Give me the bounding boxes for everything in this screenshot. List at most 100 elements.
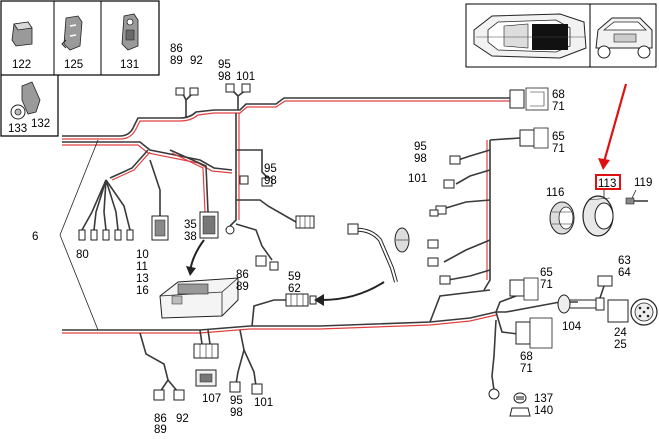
label-6: 6 xyxy=(32,231,38,243)
label-86-top: 86 xyxy=(170,43,183,55)
highlight-box-113 xyxy=(595,174,621,190)
label-16: 16 xyxy=(136,285,149,297)
label-62: 62 xyxy=(288,283,301,295)
arrowhead-module xyxy=(186,266,196,276)
vehicle-thumbnails xyxy=(465,3,657,68)
connector-65-71-top xyxy=(519,127,549,149)
label-116: 116 xyxy=(546,187,564,199)
label-125: 125 xyxy=(64,59,83,71)
label-89-bottom: 89 xyxy=(154,424,167,434)
label-10: 10 xyxy=(136,249,149,261)
label-133: 133 xyxy=(8,123,27,135)
label-104: 104 xyxy=(562,321,582,333)
label-98-mid: 98 xyxy=(264,175,277,187)
label-35: 35 xyxy=(184,219,197,231)
label-86-mid: 86 xyxy=(236,269,249,281)
label-86-bottom: 86 xyxy=(154,413,167,425)
label-98-bottom: 98 xyxy=(230,407,243,419)
connector-95-98-101-right xyxy=(427,155,461,285)
label-63: 63 xyxy=(618,255,631,267)
connector-92-top xyxy=(189,87,199,96)
label-13: 13 xyxy=(136,273,149,285)
label-98-right: 98 xyxy=(414,153,427,165)
label-95-top: 95 xyxy=(218,59,231,71)
label-68-bottom: 68 xyxy=(520,351,533,363)
label-89-top: 89 xyxy=(170,55,183,67)
label-92-bottom: 92 xyxy=(176,413,189,425)
connector-68-71-bottom xyxy=(515,317,553,349)
clip-125-part xyxy=(61,15,83,51)
label-38: 38 xyxy=(184,231,197,243)
inset-parts-box: 122 125 131 133 132 xyxy=(0,0,160,137)
nut-133-part xyxy=(10,104,26,120)
socket-24-25 xyxy=(607,298,658,326)
clip-140-part xyxy=(509,407,531,417)
label-119: 119 xyxy=(634,177,652,189)
leader-119 xyxy=(631,189,637,199)
label-95-mid: 95 xyxy=(264,163,277,175)
connector-95-98-top xyxy=(225,83,235,93)
connector-mid-small xyxy=(239,175,249,185)
label-98-top: 98 xyxy=(218,71,231,83)
label-71-second: 71 xyxy=(552,143,565,155)
ground-eyelet-bottom xyxy=(488,388,500,400)
label-92-top: 92 xyxy=(190,55,203,67)
multi-pin-connector-10 xyxy=(151,215,169,241)
label-71-bottom: 71 xyxy=(520,363,533,375)
label-65-bottom: 65 xyxy=(540,267,553,279)
housing-113-part xyxy=(582,195,614,237)
relay-107-part xyxy=(193,343,219,387)
control-module-box xyxy=(159,277,239,319)
cable-104-part xyxy=(557,294,605,314)
label-65-top: 65 xyxy=(552,131,565,143)
screw-119-part xyxy=(625,197,648,205)
label-11: 11 xyxy=(136,261,148,273)
label-140: 140 xyxy=(534,405,553,417)
curved-arrow-cable xyxy=(321,281,385,301)
cable-grommet-part xyxy=(347,223,410,283)
clip-122-part xyxy=(11,21,33,47)
label-101-top: 101 xyxy=(236,71,255,83)
arrowhead-cable xyxy=(314,294,324,306)
connector-89-mid xyxy=(269,261,279,271)
label-24: 24 xyxy=(614,327,627,339)
label-71-third: 71 xyxy=(540,279,553,291)
connector-plug-mid xyxy=(295,215,315,229)
highlight-arrow xyxy=(598,83,628,170)
label-71-top: 71 xyxy=(552,101,565,113)
label-113: 113 xyxy=(598,178,616,190)
connector-86-89-92-top xyxy=(175,87,185,96)
clip-132-part xyxy=(21,81,41,115)
grommet-116-part xyxy=(549,201,575,235)
connector-65-71-bottom xyxy=(509,277,539,301)
label-132: 132 xyxy=(31,118,50,130)
clip-131-part xyxy=(121,13,139,51)
connector-101-bottom xyxy=(251,383,263,395)
vehicle-rear-view-icon xyxy=(595,17,653,59)
label-107: 107 xyxy=(202,393,221,405)
arrow-35-38-to-module xyxy=(189,239,205,273)
label-59: 59 xyxy=(288,271,301,283)
label-95-bottom: 95 xyxy=(230,395,243,407)
label-80: 80 xyxy=(76,249,89,261)
label-25: 25 xyxy=(614,339,627,351)
connector-92-bottom xyxy=(173,389,185,401)
wire-63-64 xyxy=(599,285,605,299)
connector-95-98-mid xyxy=(261,177,273,187)
part-labels: 6 86 89 92 95 98 101 80 10 11 13 16 35 3… xyxy=(32,43,652,436)
connector-101-top xyxy=(241,83,251,93)
label-64: 64 xyxy=(618,267,631,279)
connector-86-89-bottom xyxy=(153,389,165,401)
label-137: 137 xyxy=(534,393,553,405)
ground-eyelet-mid xyxy=(225,225,235,235)
label-68-top: 68 xyxy=(552,89,565,101)
connectors xyxy=(78,83,658,417)
plug-63-64 xyxy=(597,275,613,287)
connector-86-mid xyxy=(255,255,267,267)
label-131: 131 xyxy=(120,59,139,71)
vehicle-top-view-icon xyxy=(473,13,587,59)
connector-95-98-bottom xyxy=(229,381,241,393)
clip-137-part xyxy=(513,392,527,404)
connector-59-62 xyxy=(285,293,317,307)
